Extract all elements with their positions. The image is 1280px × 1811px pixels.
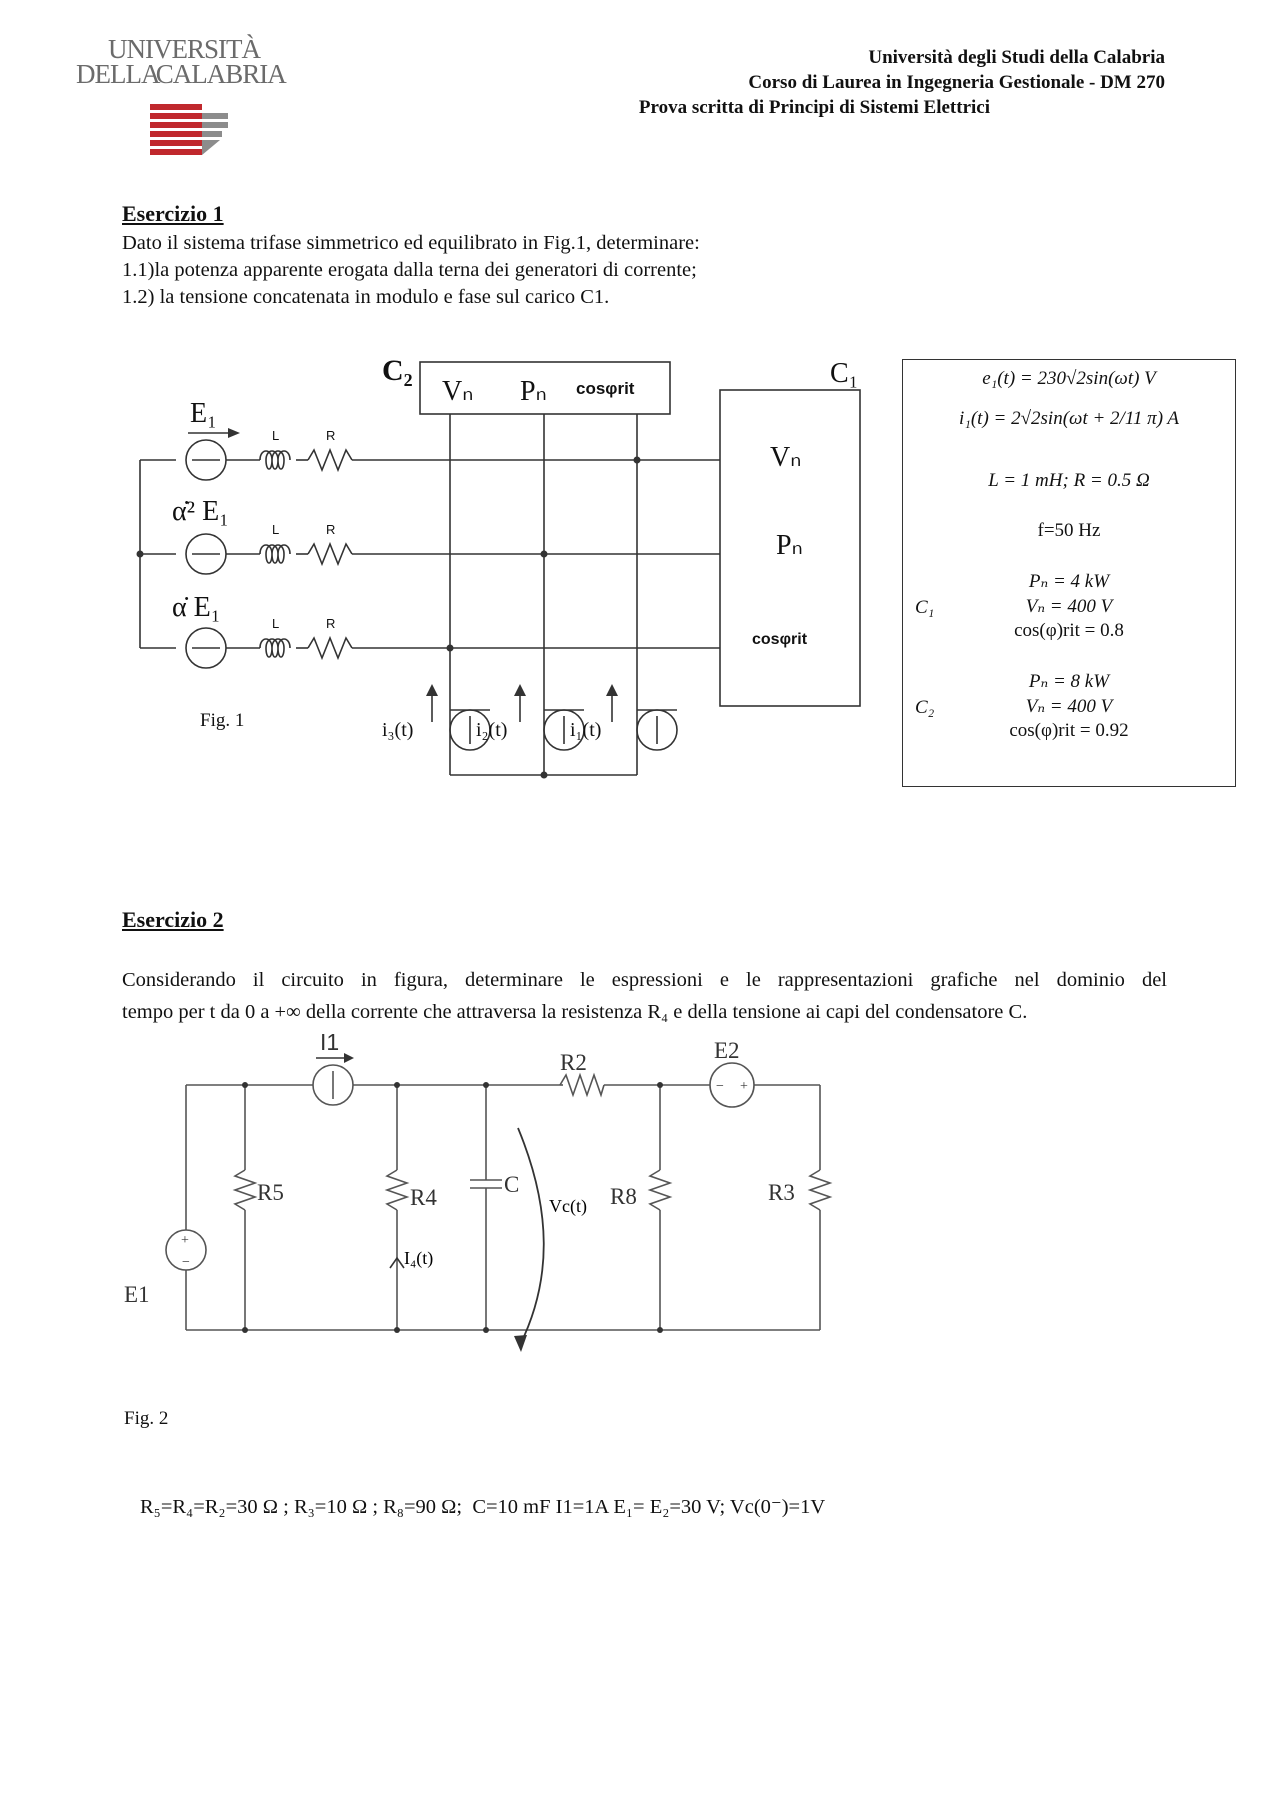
- param-c1-cos: cos(φ)rit = 0.8: [1014, 620, 1124, 641]
- university-logo: UNIVERSITÀ DELLA CALABRIA: [72, 36, 292, 156]
- label-i1-source: I1: [320, 1030, 339, 1055]
- parameters-box: e₁(t) = 230√2sin(ωt) V i₁(t) = 2√2sin(ωt…: [902, 359, 1236, 787]
- label-resistor: R: [326, 428, 335, 443]
- exercise-2-text: Considerando il circuito in figura, dete…: [122, 964, 1167, 1028]
- exercise-1-title: Esercizio 1: [122, 201, 224, 226]
- label-i1: i₁(t): [570, 719, 601, 741]
- exercise-1-line-2: 1.1)la potenza apparente erogata dalla t…: [122, 259, 697, 281]
- exercise-2-line-2: tempo per t da 0 a +∞ della corrente che…: [122, 1001, 1028, 1023]
- label-alpha2-e1: α̇² E₁: [172, 496, 229, 527]
- label-inductor: L: [272, 428, 279, 443]
- label-e1: E₁: [190, 398, 217, 429]
- label-c1-pn: Pₙ: [776, 530, 803, 561]
- label-vc: Vc(t): [549, 1196, 587, 1217]
- param-c2-vn: Vₙ = 400 V: [1025, 696, 1113, 717]
- param-c1-pn: Pₙ = 4 kW: [1028, 571, 1110, 592]
- param-frequency: f=50 Hz: [1037, 520, 1101, 541]
- param-c2-label: C₂: [915, 697, 935, 718]
- exercise-2-line-1: Considerando il circuito in figura, dete…: [122, 969, 1167, 991]
- label-i4: I₄(t): [404, 1248, 433, 1269]
- label-r3: R3: [768, 1180, 795, 1205]
- figure-2-circuit: + − − + I1 R2 E2 R5 R4 C R8 R3 E1 Vc(t) I₄…: [124, 1030, 833, 1352]
- label-c2-cos: cosφrit: [576, 379, 635, 398]
- label-r5: R5: [257, 1180, 284, 1205]
- exercise-1-text: Dato il sistema trifase simmetrico ed eq…: [122, 230, 700, 311]
- label-resistor: R: [326, 522, 335, 537]
- header-university: Università degli Studi della Calabria: [868, 47, 1165, 68]
- label-r2: R2: [560, 1050, 587, 1075]
- param-i1: i₁(t) = 2√2sin(ωt + 2/11 π) A: [958, 408, 1180, 429]
- label-i2: i₂(t): [476, 719, 507, 741]
- label-r8: R8: [610, 1184, 637, 1209]
- label-e1: E1: [124, 1282, 150, 1307]
- svg-text:−: −: [182, 1255, 190, 1270]
- label-r4: R4: [410, 1185, 437, 1210]
- label-c1-vn: Vₙ: [770, 442, 801, 473]
- svg-text:+: +: [181, 1233, 189, 1248]
- logo-emblem-icon: [150, 104, 228, 155]
- param-l-r: L = 1 mH; R = 0.5 Ω: [988, 470, 1150, 491]
- header-course: Corso di Laurea in Ingegneria Gestionale…: [748, 72, 1165, 93]
- param-e1: e₁(t) = 230√2sin(ωt) V: [982, 368, 1156, 389]
- param-c1-vn: Vₙ = 400 V: [1025, 596, 1113, 617]
- logo-line-2: DELLA CALABRIA: [76, 59, 287, 89]
- exercise-2-values: R₅=R₄=R₂=30 Ω ; R₃=10 Ω ; R₈=90 Ω; C=10 …: [140, 1496, 826, 1518]
- label-e2: E2: [714, 1038, 740, 1063]
- label-inductor: L: [272, 522, 279, 537]
- exercise-1-line-1: Dato il sistema trifase simmetrico ed eq…: [122, 232, 700, 254]
- label-capacitor: C: [504, 1172, 519, 1197]
- param-c2-pn: Pₙ = 8 kW: [1028, 671, 1110, 692]
- header-exam: Prova scritta di Principi di Sistemi Ele…: [638, 97, 990, 118]
- exercise-1-line-3: 1.2) la tensione concatenata in modulo e…: [122, 286, 610, 308]
- figure-1-caption: Fig. 1: [200, 710, 244, 731]
- label-c1: C₁: [830, 358, 858, 389]
- label-c2-pn: Pₙ: [520, 376, 547, 407]
- label-c2: C₂: [382, 354, 413, 387]
- svg-text:+: +: [740, 1079, 748, 1094]
- label-i3: i₃(t): [382, 719, 413, 741]
- param-c1-label: C₁: [915, 597, 935, 618]
- exercise-2-title: Esercizio 2: [122, 907, 224, 932]
- label-c2-vn: Vₙ: [442, 376, 473, 407]
- figure-1-circuit: C₂ C₁ Vₙ Pₙ cosφrit Vₙ Pₙ cosφrit E₁ α̇²…: [136, 354, 861, 779]
- figure-2-caption: Fig. 2: [124, 1408, 169, 1429]
- svg-text:−: −: [716, 1079, 724, 1094]
- label-alpha-e1: α̇ E₁: [172, 592, 221, 623]
- logo-line-1: UNIVERSITÀ: [108, 34, 261, 64]
- label-inductor: L: [272, 616, 279, 631]
- label-resistor: R: [326, 616, 335, 631]
- param-c2-cos: cos(φ)rit = 0.92: [1009, 720, 1129, 741]
- label-c1-cos: cosφrit: [752, 631, 808, 648]
